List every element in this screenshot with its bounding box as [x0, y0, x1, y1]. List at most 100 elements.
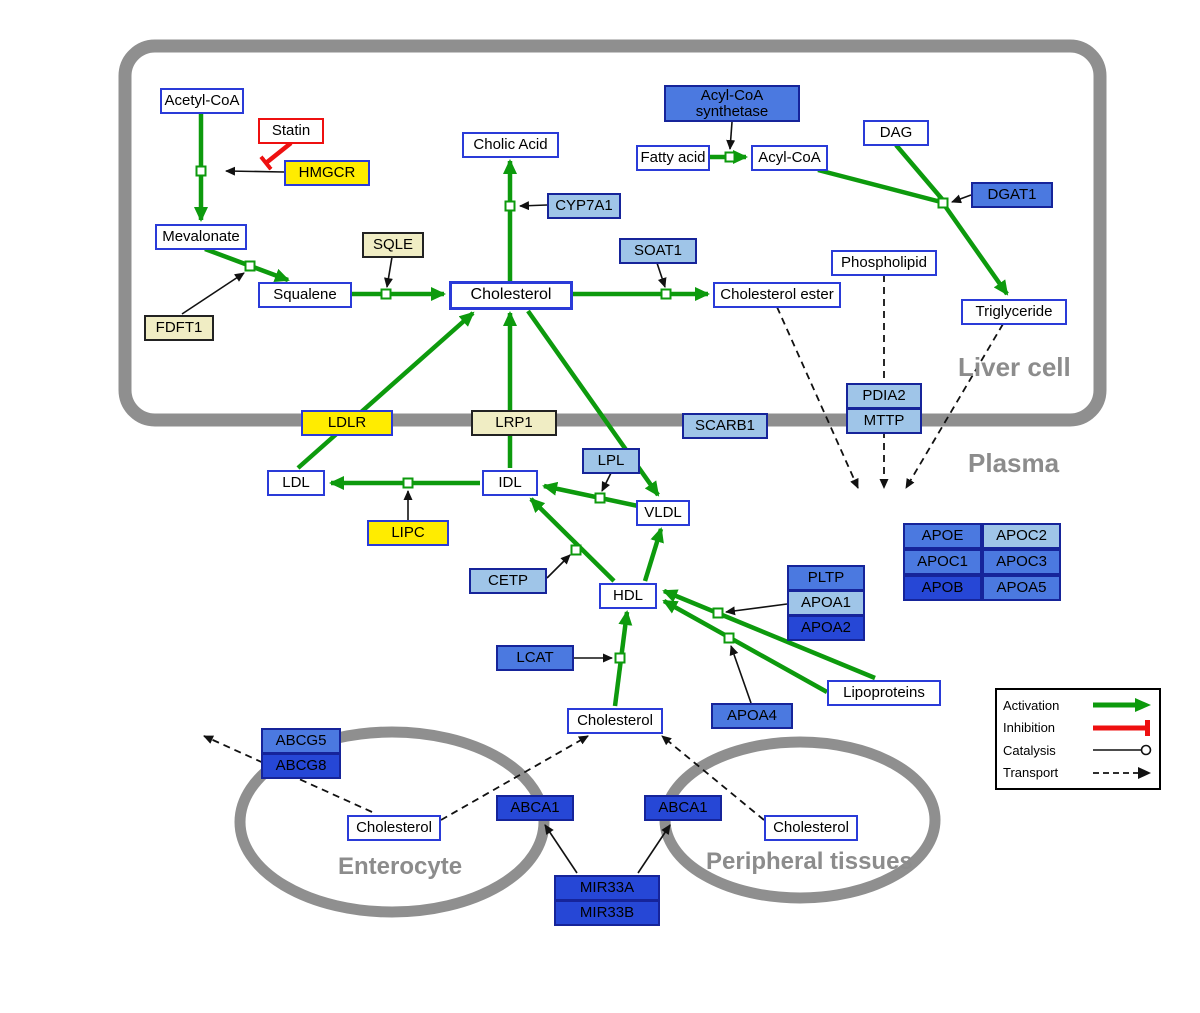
- node-lrp1[interactable]: LRP1: [471, 410, 557, 436]
- node-pdia2[interactable]: PDIA2: [846, 383, 922, 409]
- legend-transport-label: Transport: [1003, 765, 1059, 781]
- node-fdft1[interactable]: FDFT1: [144, 315, 214, 341]
- legend: Activation Inhibition Catalysis Transpor…: [995, 688, 1161, 790]
- node-mir33b[interactable]: MIR33B: [554, 900, 660, 926]
- node-acetyl-coa[interactable]: Acetyl-CoA: [160, 88, 244, 114]
- node-ldl[interactable]: LDL: [267, 470, 325, 496]
- edge-acylcoa-junction: [817, 167, 942, 205]
- node-apob[interactable]: APOB: [903, 575, 982, 601]
- edge-junction-triglyceride: [943, 204, 1009, 296]
- node-cholesterol-peripheral[interactable]: Cholesterol: [764, 815, 858, 841]
- node-vldl[interactable]: VLDL: [636, 500, 690, 526]
- edge-dag-junction: [894, 143, 944, 201]
- node-abcg5[interactable]: ABCG5: [261, 728, 341, 754]
- node-cetp[interactable]: CETP: [469, 568, 547, 594]
- node-sqle[interactable]: SQLE: [362, 232, 424, 258]
- transport-edges: [203, 275, 1004, 821]
- node-dgat1[interactable]: DGAT1: [971, 182, 1053, 208]
- edge-sqle-catalysis: [384, 256, 393, 288]
- node-apoc2[interactable]: APOC2: [982, 523, 1061, 549]
- edge-fdft1-catalysis: [181, 272, 245, 315]
- node-apoa5[interactable]: APOA5: [982, 575, 1061, 601]
- legend-row-catalysis: Catalysis: [1003, 739, 1153, 761]
- activation-arrow-symbol: [1093, 698, 1151, 713]
- node-dag[interactable]: DAG: [863, 120, 929, 146]
- edge-hdl-vldl: [642, 527, 664, 582]
- reaction-nodes: [195, 151, 949, 664]
- legend-row-activation: Activation: [1003, 694, 1153, 716]
- node-lipc[interactable]: LIPC: [367, 520, 449, 546]
- node-cholic-acid[interactable]: Cholic Acid: [462, 132, 559, 158]
- edge-apoa4-catalysis: [729, 645, 752, 704]
- edge-hdl-idl: [529, 497, 616, 583]
- catalysis-circle-symbol: [1093, 744, 1152, 756]
- node-triglyceride[interactable]: Triglyceride: [961, 299, 1067, 325]
- node-mevalonate[interactable]: Mevalonate: [155, 224, 247, 250]
- node-abcg8[interactable]: ABCG8: [261, 753, 341, 779]
- node-lpl[interactable]: LPL: [582, 448, 640, 474]
- node-cholesterol-enterocyte[interactable]: Cholesterol: [347, 815, 441, 841]
- node-apoa4[interactable]: APOA4: [711, 703, 793, 729]
- edge-cholesterolester-transport: [776, 306, 859, 489]
- node-lcat[interactable]: LCAT: [496, 645, 574, 671]
- node-phospholipid[interactable]: Phospholipid: [831, 250, 937, 276]
- edge-peripheral-plasma-transport: [661, 735, 765, 821]
- edge-enterocyte-plasma-transport: [440, 735, 589, 821]
- node-apoc1[interactable]: APOC1: [903, 549, 982, 575]
- label-enterocyte: Enterocyte: [338, 853, 463, 880]
- edge-vldl-idl: [542, 481, 639, 509]
- node-soat1[interactable]: SOAT1: [619, 238, 697, 264]
- legend-row-transport: Transport: [1003, 762, 1153, 784]
- node-apoa2[interactable]: APOA2: [787, 615, 865, 641]
- node-mir33a[interactable]: MIR33A: [554, 875, 660, 901]
- node-abca1-peripheral[interactable]: ABCA1: [644, 795, 722, 821]
- edge-cetp-catalysis: [546, 554, 571, 579]
- node-idl[interactable]: IDL: [482, 470, 538, 496]
- node-squalene[interactable]: Squalene: [258, 282, 352, 308]
- node-apoa1[interactable]: APOA1: [787, 590, 865, 616]
- edge-mir33-abca1-right: [637, 824, 671, 874]
- legend-inhibition-label: Inhibition: [1003, 720, 1056, 736]
- node-fatty-acid[interactable]: Fatty acid: [636, 145, 710, 171]
- edge-triglyceride-transport: [905, 323, 1004, 489]
- label-peripheral-tissues: Peripheral tissues: [706, 848, 913, 875]
- enterocyte-membrane: [234, 726, 550, 918]
- edge-cyp7a1-catalysis: [519, 201, 548, 211]
- node-lipoproteins[interactable]: Lipoproteins: [827, 680, 941, 706]
- edge-dgat1-catalysis: [951, 194, 972, 204]
- label-plasma: Plasma: [968, 448, 1060, 478]
- edge-lipoproteins-hdl-lower: [662, 599, 829, 694]
- node-hmgcr[interactable]: HMGCR: [284, 160, 370, 186]
- node-cyp7a1[interactable]: CYP7A1: [547, 193, 621, 219]
- edge-lpl-catalysis: [601, 472, 612, 492]
- node-pltp[interactable]: PLTP: [787, 565, 865, 591]
- label-liver-cell: Liver cell: [958, 352, 1071, 382]
- edge-ldl-ldlr-cholesterol: [296, 311, 475, 470]
- node-hdl[interactable]: HDL: [599, 583, 657, 609]
- edge-acylcoasynthetase-catalysis: [726, 121, 736, 150]
- edge-enterocyte-abcg58-transport: [203, 735, 373, 813]
- catalysis-edges: [181, 121, 972, 874]
- edge-apoa1stack-catalysis: [725, 603, 788, 616]
- node-scarb1[interactable]: SCARB1: [682, 413, 768, 439]
- node-statin[interactable]: Statin: [258, 118, 324, 144]
- node-ldlr[interactable]: LDLR: [301, 410, 393, 436]
- node-cholesterol-ester[interactable]: Cholesterol ester: [713, 282, 841, 308]
- node-acyl-coa[interactable]: Acyl-CoA: [751, 145, 828, 171]
- edge-lipoproteins-hdl-upper: [662, 588, 876, 681]
- legend-activation-label: Activation: [1003, 697, 1060, 713]
- node-cholesterol-liver[interactable]: Cholesterol: [449, 281, 573, 310]
- edge-mir33-abca1-left: [544, 824, 578, 874]
- node-cholesterol-plasma[interactable]: Cholesterol: [567, 708, 663, 734]
- node-apoe[interactable]: APOE: [903, 523, 982, 549]
- node-acyl-coa-synthetase[interactable]: Acyl-CoA synthetase: [664, 85, 800, 122]
- edge-statin-inhibition: [259, 141, 293, 171]
- liver-cell-membrane: [118, 39, 1107, 427]
- node-mttp[interactable]: MTTP: [846, 408, 922, 434]
- transport-dashed-arrow-symbol: [1093, 766, 1151, 779]
- edge-soat1-catalysis: [656, 262, 667, 288]
- node-abca1-enterocyte[interactable]: ABCA1: [496, 795, 574, 821]
- node-apoc3[interactable]: APOC3: [982, 549, 1061, 575]
